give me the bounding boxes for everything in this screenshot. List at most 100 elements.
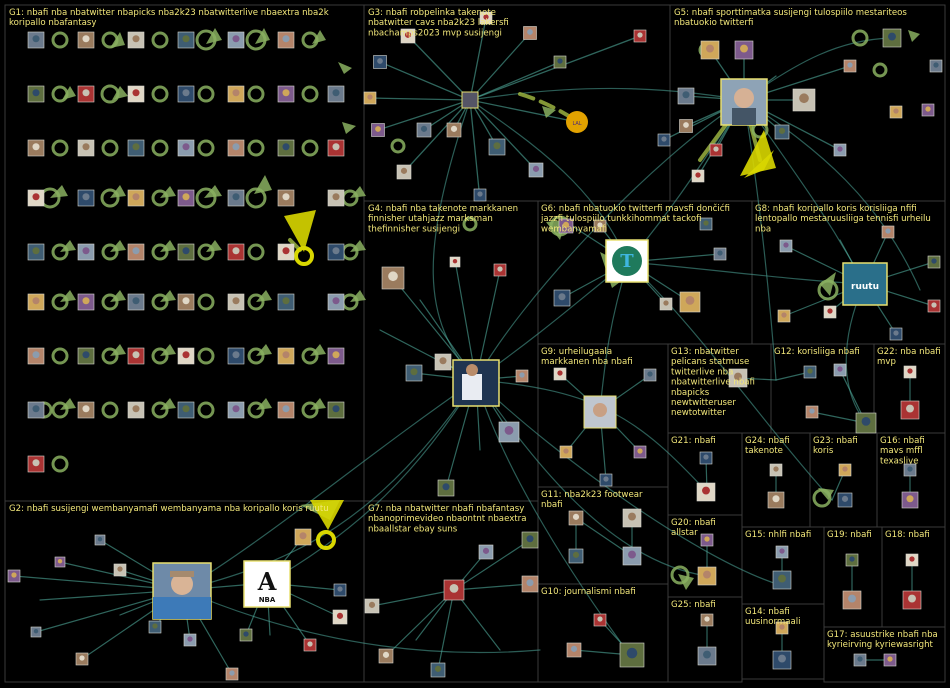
avatar[interactable] <box>78 294 94 310</box>
avatar[interactable] <box>28 348 44 364</box>
avatar[interactable] <box>328 348 344 364</box>
avatar[interactable] <box>128 140 144 156</box>
avatar[interactable] <box>700 218 712 230</box>
hub-node-g3-lakers[interactable]: LAL <box>566 111 588 133</box>
avatar[interactable] <box>710 144 722 156</box>
avatar[interactable] <box>28 140 44 156</box>
avatar[interactable] <box>278 244 294 260</box>
avatar[interactable] <box>76 653 88 665</box>
avatar[interactable] <box>843 591 861 609</box>
avatar[interactable] <box>328 140 344 156</box>
avatar[interactable] <box>499 422 519 442</box>
avatar[interactable] <box>768 492 784 508</box>
avatar[interactable] <box>569 549 583 563</box>
avatar[interactable] <box>128 348 144 364</box>
avatar[interactable] <box>178 32 194 48</box>
avatar[interactable] <box>450 257 460 267</box>
avatar[interactable] <box>435 354 451 370</box>
avatar[interactable] <box>278 140 294 156</box>
avatar[interactable] <box>846 554 858 566</box>
avatar[interactable] <box>854 654 866 666</box>
avatar[interactable] <box>806 406 818 418</box>
avatar[interactable] <box>372 124 385 137</box>
avatar[interactable] <box>397 165 411 179</box>
avatar[interactable] <box>701 41 719 59</box>
avatar[interactable] <box>28 456 44 472</box>
avatar[interactable] <box>884 654 896 666</box>
avatar[interactable] <box>678 88 694 104</box>
avatar[interactable] <box>278 294 294 310</box>
avatar[interactable] <box>839 464 851 476</box>
hub-node-g3[interactable] <box>462 92 478 108</box>
avatar[interactable] <box>178 294 194 310</box>
avatar[interactable] <box>903 591 921 609</box>
avatar[interactable] <box>770 464 782 476</box>
avatar[interactable] <box>928 256 940 268</box>
avatar[interactable] <box>890 106 902 118</box>
avatar[interactable] <box>524 27 537 40</box>
avatar[interactable] <box>620 643 644 667</box>
avatar[interactable] <box>128 244 144 260</box>
avatar[interactable] <box>701 534 713 546</box>
avatar[interactable] <box>128 402 144 418</box>
avatar[interactable] <box>382 267 404 289</box>
avatar[interactable] <box>417 123 431 137</box>
avatar[interactable] <box>773 651 791 669</box>
avatar[interactable] <box>328 402 344 418</box>
avatar[interactable] <box>128 190 144 206</box>
avatar[interactable] <box>554 368 566 380</box>
avatar[interactable] <box>569 511 583 525</box>
avatar[interactable] <box>28 402 44 418</box>
avatar[interactable] <box>479 545 493 559</box>
avatar[interactable] <box>844 60 856 72</box>
avatar[interactable] <box>494 264 506 276</box>
avatar[interactable] <box>922 104 934 116</box>
avatar[interactable] <box>928 300 940 312</box>
avatar[interactable] <box>128 294 144 310</box>
hub-node-g9-person[interactable] <box>584 396 616 428</box>
avatar[interactable] <box>78 244 94 260</box>
avatar[interactable] <box>804 366 816 378</box>
avatar[interactable] <box>78 86 94 102</box>
avatar[interactable] <box>278 348 294 364</box>
avatar[interactable] <box>489 139 505 155</box>
avatar[interactable] <box>365 599 379 613</box>
avatar[interactable] <box>178 140 194 156</box>
avatar[interactable] <box>128 32 144 48</box>
avatar[interactable] <box>522 576 538 592</box>
avatar[interactable] <box>660 298 672 310</box>
avatar[interactable] <box>529 163 543 177</box>
avatar[interactable] <box>882 226 894 238</box>
avatar[interactable] <box>658 134 670 146</box>
hub-node-g2-athletic-nba[interactable]: A NBA <box>244 561 290 607</box>
avatar[interactable] <box>824 306 836 318</box>
avatar[interactable] <box>883 29 901 47</box>
avatar[interactable] <box>406 365 422 381</box>
avatar[interactable] <box>698 567 716 585</box>
avatar[interactable] <box>374 56 387 69</box>
avatar[interactable] <box>28 294 44 310</box>
avatar[interactable] <box>78 348 94 364</box>
avatar[interactable] <box>444 580 464 600</box>
avatar[interactable] <box>278 32 294 48</box>
avatar[interactable] <box>735 41 753 59</box>
avatar[interactable] <box>228 348 244 364</box>
avatar[interactable] <box>644 369 656 381</box>
avatar[interactable] <box>438 480 454 496</box>
avatar[interactable] <box>793 89 815 111</box>
avatar[interactable] <box>776 546 788 558</box>
avatar[interactable] <box>228 140 244 156</box>
avatar[interactable] <box>554 56 566 68</box>
avatar[interactable] <box>780 240 792 252</box>
avatar[interactable] <box>838 493 852 507</box>
avatar[interactable] <box>78 190 94 206</box>
avatar[interactable] <box>228 86 244 102</box>
avatar[interactable] <box>55 557 65 567</box>
avatar[interactable] <box>692 170 704 182</box>
avatar[interactable] <box>78 140 94 156</box>
avatar[interactable] <box>700 452 712 464</box>
avatar[interactable] <box>226 668 238 680</box>
avatar[interactable] <box>328 86 344 102</box>
avatar[interactable] <box>240 629 252 641</box>
avatar[interactable] <box>379 649 393 663</box>
